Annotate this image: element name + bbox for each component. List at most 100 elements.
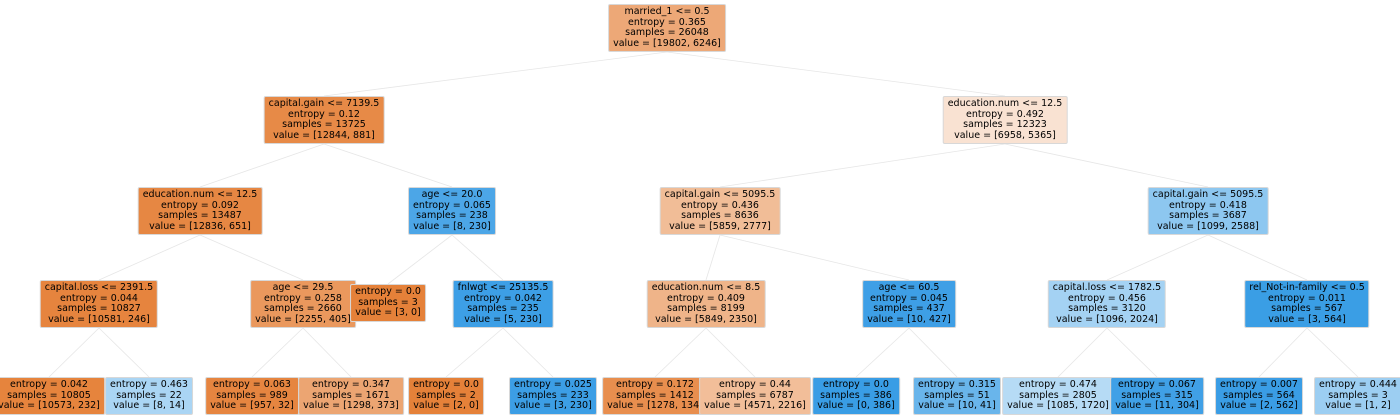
- node-line: entropy = 0.418: [1169, 199, 1247, 211]
- node-line: samples = 13725: [282, 119, 366, 130]
- node-line: value = [5859, 2777]: [669, 220, 771, 232]
- node-line: entropy = 0.045: [870, 292, 948, 304]
- node-line: samples = 1412: [616, 389, 694, 401]
- node-line: entropy = 0.011: [1268, 292, 1346, 304]
- node-line: samples = 235: [467, 303, 539, 314]
- node-line: value = [6958, 5365]: [954, 129, 1056, 141]
- node-line: entropy = 0.092: [161, 199, 239, 211]
- node-line: rel_Not-in-family <= 0.5: [1249, 282, 1365, 293]
- tree-edge: [98, 327, 150, 378]
- node-line: value = [1, 2]: [1325, 400, 1391, 411]
- node-line: entropy = 0.258: [264, 292, 342, 304]
- node-line: value = [8, 14]: [113, 400, 185, 411]
- node-line: samples = 2: [416, 389, 476, 401]
- node-line: entropy = 0.347: [312, 379, 390, 390]
- node-line: entropy = 0.065: [413, 199, 491, 211]
- node-line: samples = 989: [216, 389, 288, 401]
- tree-edge: [908, 327, 958, 378]
- node-line: samples = 315: [1121, 389, 1193, 401]
- node-line: entropy = 0.444: [1319, 379, 1397, 390]
- node-line: entropy = 0.492: [966, 108, 1044, 120]
- node-line: capital.gain <= 5095.5: [664, 189, 776, 200]
- node-line: value = [957, 32]: [210, 400, 294, 411]
- tree-edge: [1207, 234, 1308, 281]
- node-line: samples = 233: [517, 389, 589, 401]
- node-line: capital.loss <= 2391.5: [44, 282, 154, 293]
- tree-edge: [323, 51, 668, 97]
- node-line: entropy = 0.0: [355, 286, 421, 297]
- node-line: value = [1096, 2024]: [1056, 313, 1158, 325]
- tree-edge: [1258, 327, 1308, 378]
- node-line: value = [4571, 2216]: [704, 400, 806, 411]
- tree-edge: [705, 327, 756, 378]
- node-line: entropy = 0.042: [10, 379, 88, 390]
- node-line: samples = 567: [1271, 303, 1343, 314]
- node-line: samples = 10827: [57, 303, 141, 314]
- node-line: samples = 564: [1223, 389, 1295, 401]
- node-line: fnlwgt <= 25135.5: [457, 282, 549, 293]
- node-line: value = [10, 427]: [867, 313, 951, 325]
- tree-edge: [1306, 327, 1359, 378]
- node-line: entropy = 0.315: [918, 379, 996, 390]
- node-line: entropy = 0.007: [1220, 379, 1298, 390]
- node-line: samples = 10805: [7, 389, 91, 401]
- node-line: entropy = 0.067: [1118, 379, 1196, 390]
- node-line: samples = 2660: [264, 303, 342, 314]
- node-line: samples = 3: [1328, 389, 1388, 401]
- node-line: entropy = 0.44: [719, 379, 791, 390]
- node-line: samples = 238: [416, 210, 488, 221]
- tree-edge: [199, 234, 304, 281]
- node-line: entropy = 0.365: [628, 16, 706, 28]
- tree-edge: [1004, 143, 1209, 188]
- node-line: entropy = 0.409: [667, 292, 745, 304]
- node-line: samples = 13487: [158, 210, 242, 221]
- tree-edge: [251, 327, 304, 378]
- node-line: value = [10573, 232]: [0, 400, 100, 411]
- node-line: value = [1278, 134]: [607, 400, 703, 411]
- node-line: value = [0, 386]: [817, 400, 895, 411]
- node-line: samples = 2805: [1019, 389, 1097, 401]
- tree-edge: [719, 143, 1006, 188]
- node-line: entropy = 0.044: [60, 292, 138, 304]
- node-line: value = [12836, 651]: [149, 220, 251, 232]
- node-line: age <= 29.5: [272, 282, 334, 293]
- tree-edge: [654, 327, 707, 378]
- tree-edge: [98, 234, 201, 281]
- tree-edge: [1106, 234, 1209, 281]
- node-line: samples = 12323: [963, 119, 1047, 130]
- node-line: value = [1099, 2588]: [1157, 220, 1259, 232]
- node-line: value = [1085, 1720]: [1007, 400, 1109, 411]
- tree-edge: [855, 327, 910, 378]
- tree-edge: [719, 234, 910, 281]
- node-line: education.num <= 12.5: [947, 98, 1063, 109]
- tree-edge: [199, 143, 325, 188]
- node-line: education.num <= 8.5: [651, 282, 761, 293]
- node-line: entropy = 0.12: [288, 108, 360, 120]
- node-line: value = [11, 304]: [1115, 400, 1199, 411]
- node-line: value = [10581, 246]: [48, 313, 150, 325]
- node-line: samples = 6787: [716, 389, 794, 401]
- node-line: value = [2255, 405]: [255, 313, 351, 325]
- node-line: value = [1298, 373]: [303, 400, 399, 411]
